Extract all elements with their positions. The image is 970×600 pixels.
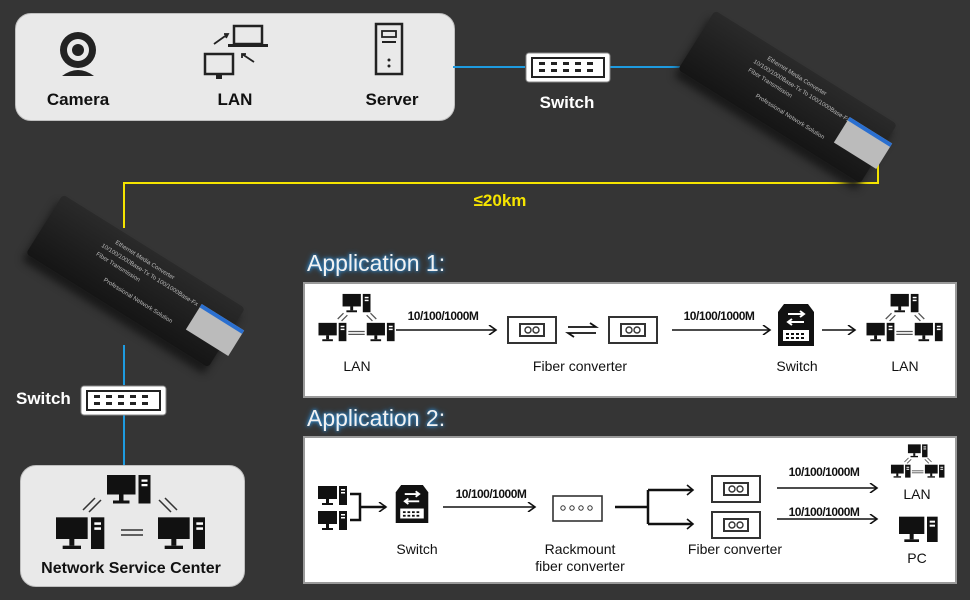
lan-right-label: LAN	[891, 358, 919, 374]
lan-left-label: LAN	[343, 358, 371, 374]
application-1-title: Application 1:	[307, 250, 446, 276]
server-icon	[374, 22, 404, 76]
distance-label: ≤20km	[473, 191, 527, 210]
speed-label: 10/100/1000M	[455, 487, 527, 501]
lan-label: LAN	[903, 486, 931, 502]
speed-label: 10/100/1000M	[788, 465, 860, 479]
fiber-converter-icon	[711, 511, 761, 539]
application-2-title: Application 2:	[307, 405, 446, 431]
server-label: Server	[365, 90, 419, 109]
left-switch-label: Switch	[16, 389, 71, 408]
rackmount-label: Rackmount	[544, 541, 616, 557]
speed-label: 10/100/1000M	[788, 505, 860, 519]
fiber-converter-label: Fiber converter	[532, 358, 628, 374]
fiber-converter-icon	[711, 475, 761, 503]
camera-icon	[60, 32, 96, 76]
pc-icon	[318, 486, 347, 505]
exchange-arrows-icon	[565, 322, 599, 338]
pc-icon	[318, 511, 347, 530]
network-cluster-icon	[56, 475, 205, 549]
lan-icon	[203, 24, 268, 79]
speed-label: 10/100/1000M	[683, 309, 755, 323]
pc-icon	[899, 516, 938, 542]
left-switch-icon	[80, 385, 167, 416]
rackmount-converter-icon	[552, 495, 603, 522]
speed-label: 10/100/1000M	[407, 309, 479, 323]
top-switch-label: Switch	[539, 93, 595, 112]
network-service-center-label: Network Service Center	[41, 560, 221, 577]
camera-label: Camera	[46, 90, 110, 109]
pc-label: PC	[907, 550, 927, 566]
rackmount-label-2: fiber converter	[535, 558, 625, 574]
switch-icon	[394, 485, 430, 523]
lan-icon	[891, 444, 945, 477]
fiber-converter-label: Fiber converter	[687, 541, 783, 557]
switch-label: Switch	[396, 541, 438, 557]
top-switch-icon	[525, 52, 611, 83]
lan-label: LAN	[217, 90, 253, 109]
switch-label: Switch	[776, 358, 818, 374]
